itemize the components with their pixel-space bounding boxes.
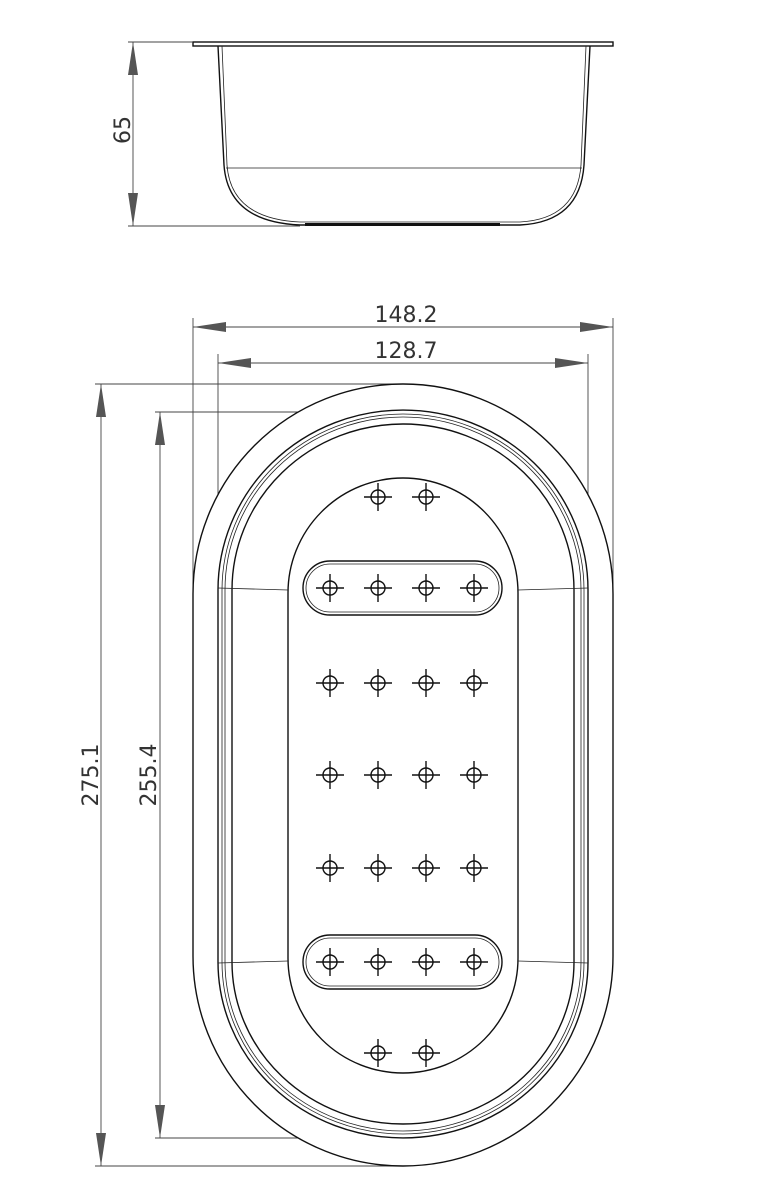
arrow-icon (128, 42, 138, 75)
drain-slot-top-inner (305, 563, 500, 613)
drain-hole-icon (316, 574, 344, 602)
drain-hole-icon (412, 574, 440, 602)
drain-hole-icon (316, 761, 344, 789)
drain-hole-icon (364, 574, 392, 602)
outer-rim (192, 383, 614, 1167)
side-body-inner (221, 45, 587, 223)
arrow-icon (155, 1105, 165, 1138)
drain-hole-icon (460, 948, 488, 976)
drain-slot-top (302, 560, 503, 616)
drain-hole-icon (364, 669, 392, 697)
drain-hole-icon (364, 854, 392, 882)
arrow-icon (96, 1133, 106, 1166)
drain-hole-icon (364, 1039, 392, 1067)
arrow-icon (96, 384, 106, 417)
drain-hole-icon (460, 761, 488, 789)
arrow-icon (555, 358, 588, 368)
rib-line (517, 960, 589, 964)
drain-slot-bottom (302, 934, 503, 990)
dimension-65-label: 65 (111, 116, 136, 144)
drain-hole-icon (364, 761, 392, 789)
arrow-icon (193, 322, 226, 332)
side-view: 65 (111, 41, 614, 227)
rib-line (217, 587, 289, 591)
arrow-icon (155, 412, 165, 445)
rim-line-2 (221, 413, 585, 1135)
drain-holes (316, 483, 488, 1067)
drain-slot-bottom-inner (305, 937, 500, 987)
drain-hole-icon (460, 854, 488, 882)
drain-hole-icon (316, 854, 344, 882)
drain-hole-icon (412, 854, 440, 882)
rim-line-3 (224, 416, 582, 1132)
dimension-128-label: 128.7 (375, 339, 438, 364)
side-flange (192, 41, 614, 47)
dimension-255-label: 255.4 (137, 744, 162, 807)
top-view (192, 383, 614, 1167)
drain-hole-icon (316, 669, 344, 697)
rib-line (217, 960, 289, 964)
drain-hole-icon (412, 1039, 440, 1067)
drain-hole-icon (460, 669, 488, 697)
rim-line-4 (231, 423, 575, 1125)
drain-hole-icon (412, 948, 440, 976)
rim-line-1 (217, 409, 589, 1139)
dimension-148-label: 148.2 (375, 303, 438, 328)
drain-hole-icon (412, 761, 440, 789)
drain-hole-icon (460, 574, 488, 602)
rib-line (517, 587, 589, 591)
side-foot (305, 223, 500, 226)
arrow-icon (218, 358, 251, 368)
side-body-outer (217, 45, 591, 226)
arrow-icon (128, 193, 138, 226)
inner-plate (287, 477, 519, 1074)
drain-hole-icon (364, 948, 392, 976)
arrow-icon (580, 322, 613, 332)
drain-hole-icon (316, 948, 344, 976)
drain-hole-icon (412, 669, 440, 697)
top-view-dimensions: 148.2 128.7 275.1 255.4 (79, 303, 614, 1167)
drain-hole-icon (364, 483, 392, 511)
dimension-275-label: 275.1 (79, 744, 104, 807)
drain-hole-icon (412, 483, 440, 511)
